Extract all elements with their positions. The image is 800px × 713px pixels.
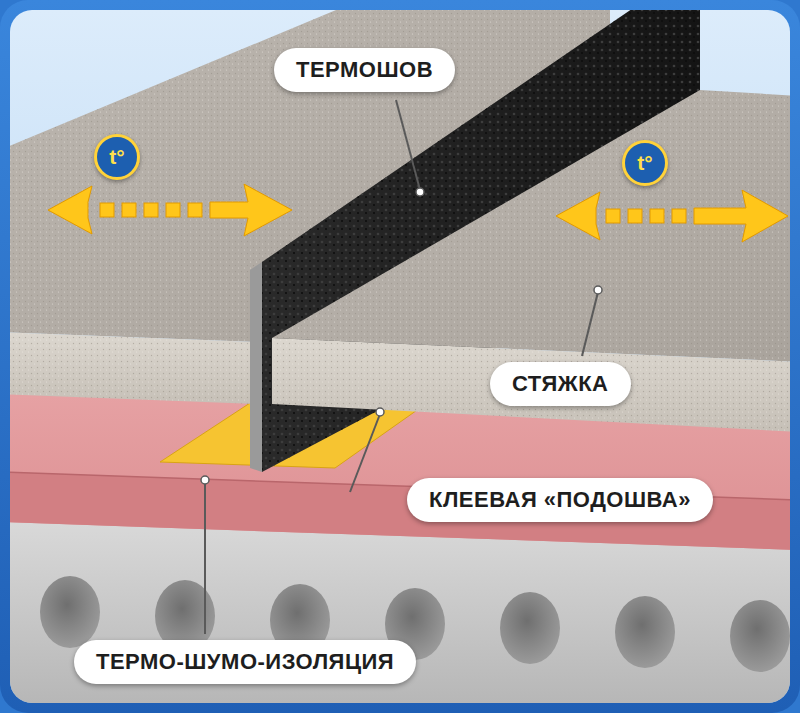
part-label: КЛЕЕВАЯ «ПОДОШВА» — [407, 478, 713, 522]
label-text: СТЯЖКА — [512, 371, 609, 397]
label-text: ТЕРМО-ШУМО-ИЗОЛЯЦИЯ — [96, 649, 394, 675]
label-text: КЛЕЕВАЯ «ПОДОШВА» — [429, 487, 691, 513]
part-label: ТЕРМО-ШУМО-ИЗОЛЯЦИЯ — [74, 640, 416, 684]
temperature-symbol: t° — [637, 151, 652, 175]
part-label: СТЯЖКА — [490, 362, 631, 406]
part-label: ТЕРМОШОВ — [274, 48, 455, 92]
label-text: ТЕРМОШОВ — [296, 57, 433, 83]
temperature-icon: t° — [94, 134, 140, 180]
temperature-icon: t° — [622, 140, 668, 186]
temperature-symbol: t° — [109, 145, 124, 169]
